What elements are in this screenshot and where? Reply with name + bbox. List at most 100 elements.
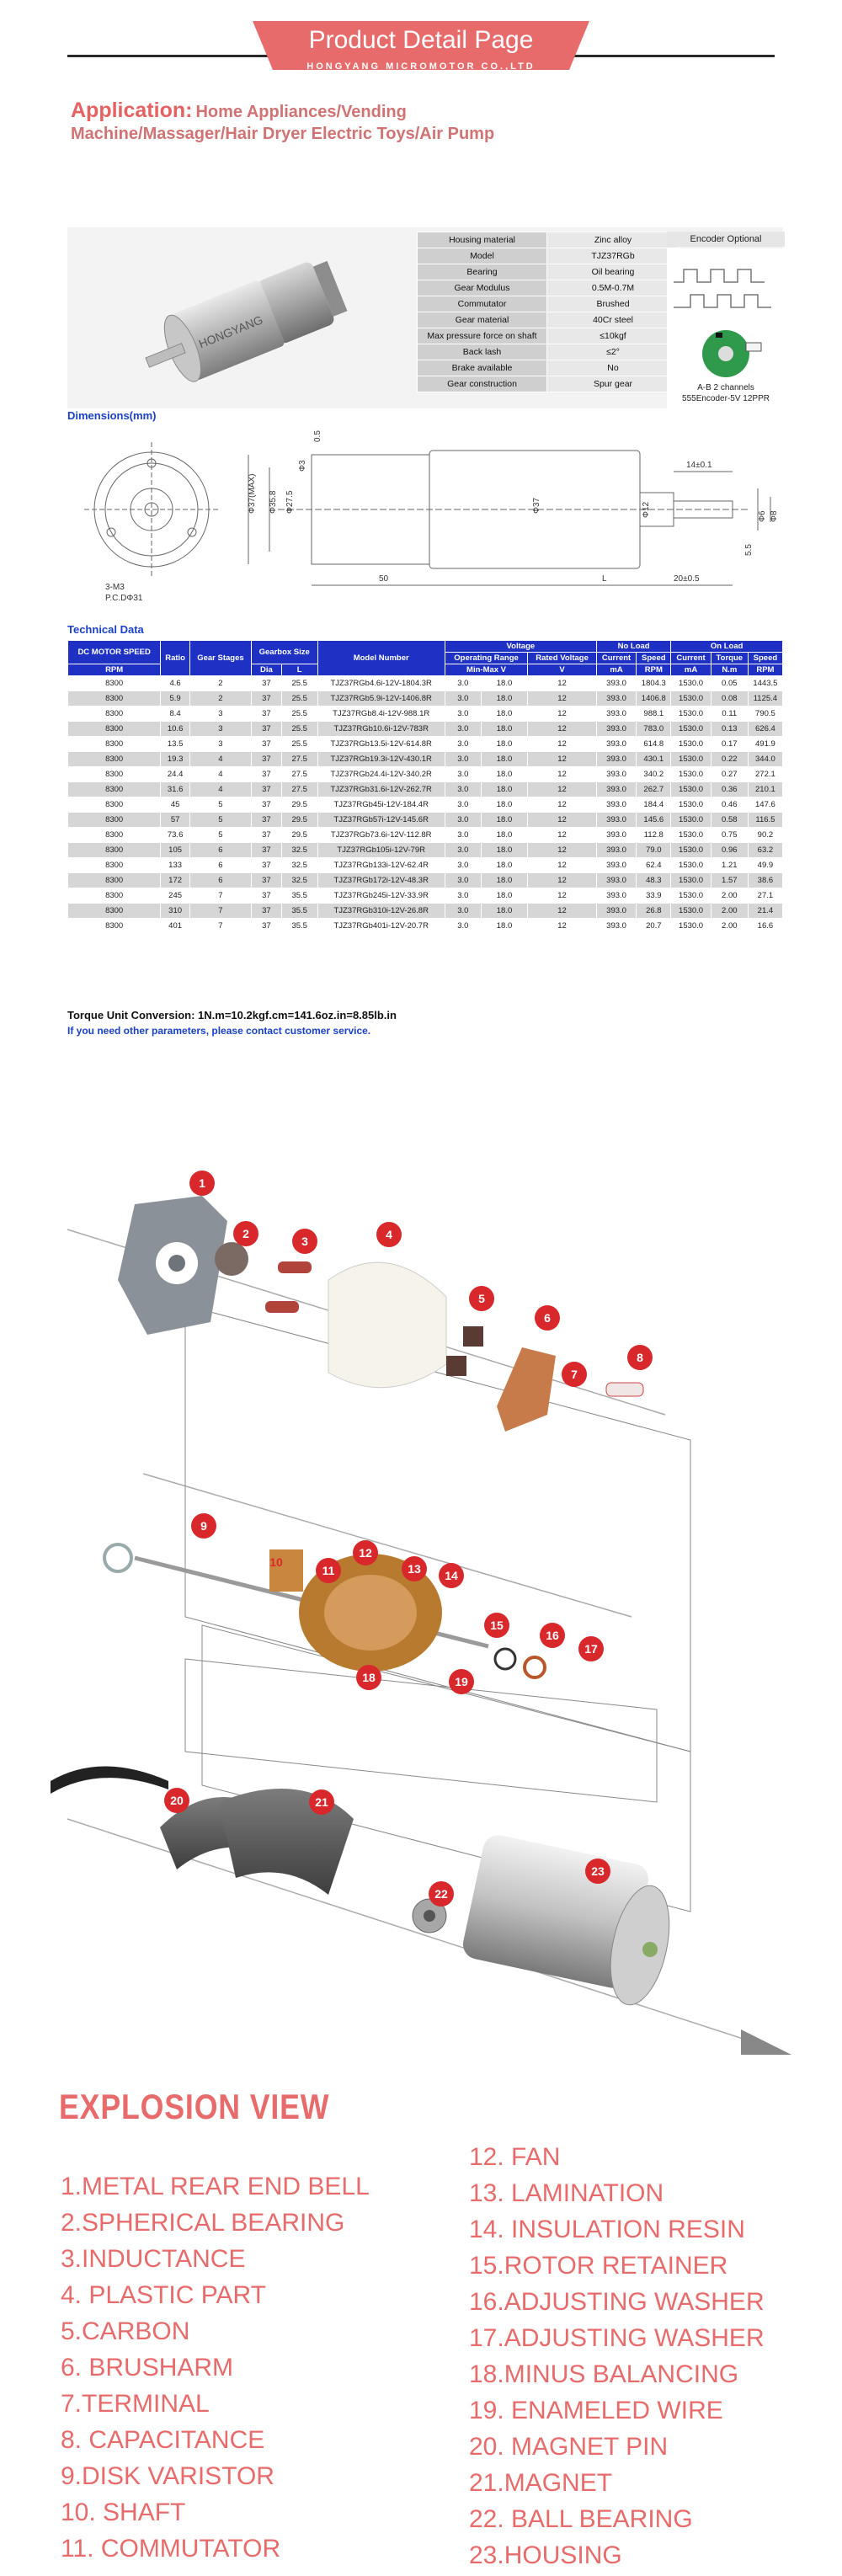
- table-cell: 393.0: [595, 736, 637, 752]
- table-cell: 393.0: [595, 721, 637, 737]
- part-inductance-a: [278, 1261, 312, 1273]
- part-list-item: 8. CAPACITANCE: [61, 2426, 265, 2454]
- spec-value: Spur gear: [546, 376, 679, 392]
- part-list-item: 12. FAN: [469, 2143, 561, 2171]
- table-cell: 3.0: [444, 842, 482, 858]
- encoder-illustration: [674, 269, 771, 377]
- table-cell: 12: [527, 918, 597, 934]
- part-plastic: [328, 1261, 447, 1389]
- table-cell: 19.3: [160, 751, 190, 767]
- table-cell: 2.00: [710, 888, 749, 904]
- callout-9: 9: [191, 1513, 216, 1539]
- table-cell: 790.5: [747, 706, 784, 722]
- table-cell: 4.6: [160, 675, 190, 691]
- table-cell: 0.36: [710, 781, 749, 797]
- table-cell: 430.1: [636, 751, 672, 767]
- table-cell: 3.0: [444, 691, 482, 707]
- dim-outer-dia: Φ37(MAX): [248, 474, 257, 514]
- table-cell: 1530.0: [670, 872, 711, 888]
- spec-value: TJZ37RGb: [546, 248, 679, 264]
- table-cell: TJZ37RGb13.5i-12V-614.8R: [317, 736, 445, 752]
- part-list-item: 16.ADJUSTING WASHER: [469, 2288, 765, 2316]
- table-cell: 27.5: [280, 781, 318, 797]
- th-noload: No Load: [595, 640, 672, 653]
- th-nm: N.m: [710, 664, 749, 676]
- table-cell: 90.2: [747, 827, 784, 843]
- spec-value: Brushed: [546, 296, 679, 312]
- table-cell: 2.00: [710, 903, 749, 919]
- svg-text:14: 14: [445, 1569, 458, 1582]
- table-cell: TJZ37RGb133i-12V-62.4R: [317, 857, 445, 873]
- table-cell: 310: [160, 903, 190, 919]
- table-cell: 783.0: [636, 721, 672, 737]
- table-cell: 37: [250, 766, 282, 782]
- svg-text:9: 9: [200, 1519, 207, 1533]
- table-cell: 8.4: [160, 706, 190, 722]
- dim-dia-3: Φ3: [298, 460, 307, 472]
- table-cell: 32.5: [280, 872, 318, 888]
- table-cell: 25.5: [280, 675, 318, 691]
- table-cell: 7: [189, 888, 252, 904]
- table-cell: 8300: [67, 812, 162, 828]
- table-cell: 184.4: [636, 797, 672, 813]
- table-cell: 3.0: [444, 751, 482, 767]
- table-cell: 145.6: [636, 812, 672, 828]
- table-cell: 12: [527, 872, 597, 888]
- table-cell: 18.0: [480, 721, 529, 737]
- table-cell: 393.0: [595, 842, 637, 858]
- table-cell: 1443.5: [747, 675, 784, 691]
- part-list-item: 11. COMMUTATOR: [61, 2535, 281, 2563]
- table-cell: 20.7: [636, 918, 672, 934]
- table-cell: 3.0: [444, 812, 482, 828]
- dim-20: 20±0.5: [674, 574, 700, 584]
- dim-3-m3: 3-M3: [105, 583, 125, 592]
- table-cell: TJZ37RGb5.9i-12V-1406.8R: [317, 691, 445, 707]
- table-cell: 25.5: [280, 706, 318, 722]
- table-cell: 32.5: [280, 842, 318, 858]
- part-list-item: 14. INSULATION RESIN: [469, 2216, 745, 2243]
- table-cell: 27.5: [280, 751, 318, 767]
- callout-7: 7: [562, 1362, 587, 1387]
- table-cell: 245: [160, 888, 190, 904]
- table-cell: 1530.0: [670, 736, 711, 752]
- company-name: HONGYANG MICROMOTOR CO.,LTD: [306, 61, 536, 72]
- table-cell: 12: [527, 691, 597, 707]
- dim-dia-27: Φ27.5: [285, 490, 295, 514]
- explosion-view-title: EXPLOSION VIEW: [59, 2087, 330, 2126]
- dim-5-5: 5.5: [744, 544, 754, 556]
- table-cell: 3.0: [444, 736, 482, 752]
- table-cell: 8300: [67, 751, 162, 767]
- callout-14: 14: [439, 1563, 464, 1588]
- table-cell: 1530.0: [670, 827, 711, 843]
- callout-16: 16: [540, 1623, 565, 1648]
- table-cell: 6: [189, 857, 252, 873]
- table-cell: 18.0: [480, 903, 529, 919]
- table-cell: 393.0: [595, 706, 637, 722]
- dim-pcd: P.C.DΦ31: [105, 594, 143, 603]
- callout-18: 18: [356, 1665, 381, 1690]
- table-cell: 1530.0: [670, 888, 711, 904]
- table-cell: 12: [527, 903, 597, 919]
- table-cell: 1804.3: [636, 675, 672, 691]
- svg-text:8: 8: [637, 1351, 643, 1364]
- encoder-caption-channels: A-B 2 channels: [697, 383, 754, 392]
- table-cell: 3.0: [444, 675, 482, 691]
- table-cell: 18.0: [480, 857, 529, 873]
- table-cell: 3.0: [444, 872, 482, 888]
- th-v: V: [527, 664, 597, 676]
- table-cell: 45: [160, 797, 190, 813]
- table-cell: 24.4: [160, 766, 190, 782]
- table-cell: 2: [189, 691, 252, 707]
- th-ma-1: mA: [595, 664, 637, 676]
- th-l: L: [280, 664, 318, 676]
- table-cell: 5.9: [160, 691, 190, 707]
- spec-key: Back lash: [417, 344, 547, 360]
- table-cell: 0.58: [710, 812, 749, 828]
- part-list-item: 1.METAL REAR END BELL: [61, 2173, 370, 2200]
- table-cell: 37: [250, 751, 282, 767]
- table-cell: 340.2: [636, 766, 672, 782]
